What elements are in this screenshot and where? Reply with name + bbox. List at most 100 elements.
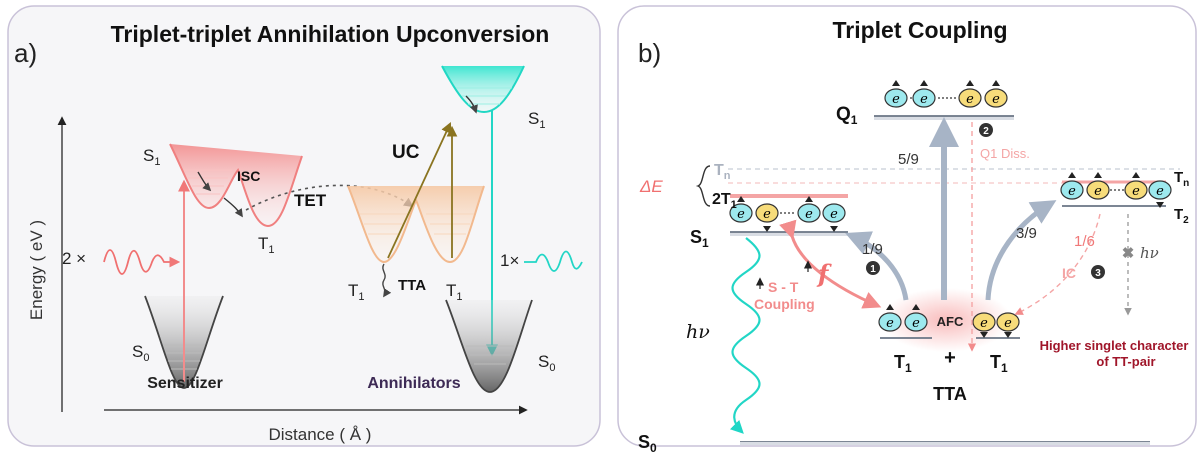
annihilator-s1-levels — [456, 87, 512, 105]
fluorescence-wave — [729, 237, 761, 434]
sensitizer-excited-curve — [169, 143, 303, 228]
y-axis-label: Energy ( eV ) — [27, 220, 46, 320]
frac-5-9: 5/9 — [898, 151, 919, 168]
q1-electrons: e e e e — [884, 80, 1008, 108]
electron — [904, 312, 928, 332]
afc-label: AFC — [937, 314, 964, 329]
forbidden-cross: ✖ — [1122, 245, 1135, 262]
electron — [958, 88, 982, 108]
x-axis-label: Distance ( Å ) — [269, 425, 372, 444]
electron — [996, 312, 1020, 332]
sensitizer-s0-label: S0 — [132, 342, 149, 364]
s0-label: S0 — [638, 432, 657, 454]
electron — [878, 312, 902, 332]
annihilators-label: Annihilators — [367, 375, 460, 392]
output-photons-label: 1× — [500, 251, 519, 270]
delta-e-label: ΔE — [639, 177, 663, 196]
hv-left-label: hν — [686, 321, 710, 343]
step-1-label: 1 — [870, 264, 876, 275]
annihilator-s1-curve — [441, 65, 525, 114]
tta-label-b: TTA — [933, 384, 967, 404]
tn-label-right: Tn — [1174, 169, 1189, 189]
panel-b-title: Triplet Coupling — [832, 17, 1007, 43]
annihilator-s0-label: S0 — [538, 352, 555, 374]
annihilator-t1-wells — [348, 186, 484, 262]
st-coupling-arrow — [779, 219, 882, 309]
t1-right-label: T1 — [990, 352, 1008, 375]
svg-text:e: e — [1132, 184, 1140, 199]
svg-text:e: e — [920, 92, 928, 107]
st-coupling-label-1: S - T — [768, 279, 799, 295]
2t1-label: 2T1 — [712, 191, 737, 211]
delta-e-brace — [695, 165, 711, 207]
step-2-marker — [979, 123, 993, 137]
input-photons-label: 2 × — [62, 249, 86, 268]
relax-arrow-s1 — [197, 171, 212, 192]
svg-text:e: e — [763, 207, 771, 222]
s1-label: S1 — [690, 227, 709, 250]
plus-sign: + — [944, 347, 956, 369]
sensitizer-s0-curve — [144, 295, 224, 389]
svg-text:e: e — [966, 92, 974, 107]
uc-arrow-1 — [387, 122, 452, 259]
afc-glow — [880, 288, 1012, 352]
panel-a: a) Triplet-triplet Annihilation Upconver… — [7, 5, 601, 447]
annihilator-s1-label: S1 — [528, 109, 545, 131]
electron — [884, 88, 908, 108]
svg-text:e: e — [892, 92, 900, 107]
f-symbol: f — [816, 259, 832, 288]
svg-text:e: e — [1004, 316, 1012, 331]
svg-text:e: e — [886, 316, 894, 331]
step-2-label: 2 — [983, 126, 989, 137]
panel-a-frame — [7, 5, 601, 447]
q1-label: Q1 — [836, 104, 858, 127]
input-photon-wave — [103, 249, 181, 275]
panel-b-frame — [617, 5, 1197, 447]
step-3-marker — [1091, 265, 1105, 279]
sensitizer-t1-label: T1 — [258, 234, 275, 256]
s1-channel-arrow — [845, 231, 909, 301]
svg-text:e: e — [912, 316, 920, 331]
sensitizer-label: Sensitizer — [147, 375, 223, 392]
electron — [1060, 180, 1084, 200]
t2-electrons: e e e e — [1060, 172, 1172, 208]
electron — [1148, 180, 1172, 200]
svg-text:e: e — [992, 92, 1000, 107]
step-3-label: 3 — [1095, 268, 1101, 279]
panel-a-title: Triplet-triplet Annihilation Upconversio… — [111, 21, 550, 47]
svg-text:e: e — [980, 316, 988, 331]
note-line-2: of TT-pair — [1096, 354, 1155, 369]
electron — [755, 203, 779, 223]
uc-label: UC — [392, 142, 420, 163]
t2-label: T2 — [1174, 206, 1189, 226]
annihilator-s0-curve — [445, 299, 533, 393]
electron — [912, 88, 936, 108]
annihilator-t1-curve — [347, 185, 485, 264]
tta-label-a: TTA — [398, 277, 426, 294]
isc-label: ISC — [237, 168, 260, 184]
tta-electrons: e e e e — [878, 304, 1020, 338]
step-1-marker — [866, 261, 880, 275]
note-line-1: Higher singlet character — [1040, 338, 1189, 353]
ic-label: IC — [1062, 265, 1076, 281]
svg-text:e: e — [1156, 184, 1164, 199]
hv-right-label: hν — [1140, 244, 1159, 262]
t1-left-label: T1 — [894, 352, 912, 375]
sensitizer-s1-label: S1 — [143, 146, 160, 168]
annihilator-s0-levels — [466, 345, 514, 365]
annihilator-t1-right-label: T1 — [446, 281, 463, 303]
tn-label-left: Tn — [714, 162, 731, 182]
panel-b-tag: b) — [638, 38, 661, 68]
svg-text:e: e — [737, 207, 745, 222]
panel-b: b) Triplet Coupling Q1 e e e e — [617, 5, 1197, 454]
svg-text:e: e — [1068, 184, 1076, 199]
electron — [1086, 180, 1110, 200]
sensitizer-s1-levels — [184, 169, 232, 195]
svg-text:e: e — [830, 207, 838, 222]
annihilator-t1-left-label: T1 — [348, 281, 365, 303]
s0-level-shadow — [740, 442, 1150, 445]
output-photon-wave — [524, 250, 583, 272]
frac-3-9: 3/9 — [1016, 225, 1037, 242]
electron — [972, 312, 996, 332]
